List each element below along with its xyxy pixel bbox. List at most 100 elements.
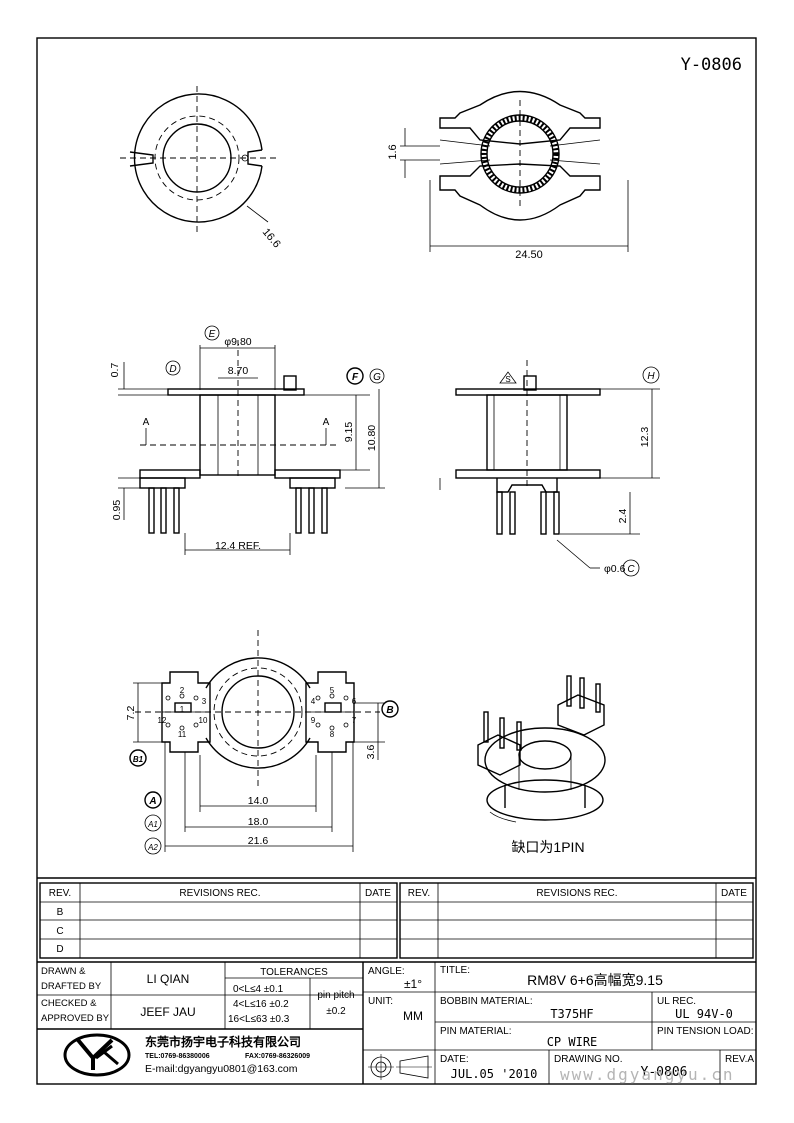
marker-b1: B1 bbox=[133, 755, 144, 764]
rev-row-d: D bbox=[56, 944, 63, 955]
marker-f: F bbox=[352, 372, 359, 383]
dim-12-3: 12.3 bbox=[639, 427, 651, 448]
isometric-view: 缺口为1PIN bbox=[477, 675, 606, 855]
pin-3: 3 bbox=[202, 697, 207, 706]
bobbin-material-value: T375HF bbox=[550, 1007, 593, 1021]
pin-2: 2 bbox=[180, 686, 185, 695]
drawn-name: LI QIAN bbox=[147, 972, 190, 986]
dim-8-70: 8.70 bbox=[228, 365, 249, 377]
drawing-frame bbox=[36, 37, 757, 1085]
top-view-ring: 16.6 bbox=[120, 86, 283, 250]
projection-symbol-icon bbox=[368, 1054, 432, 1080]
date-label: DATE: bbox=[440, 1054, 469, 1065]
ul-rec-value: UL 94V-0 bbox=[675, 1007, 733, 1021]
marker-h: H bbox=[647, 371, 655, 382]
dim-0-95: 0.95 bbox=[111, 500, 123, 521]
bottom-view: 2 1 3 12 10 11 5 4 6 9 7 8 7.2 3.6 B B1 bbox=[125, 630, 399, 855]
marker-a2: A2 bbox=[147, 843, 158, 852]
rev-row-c: C bbox=[56, 926, 63, 937]
pin-tension-label: PIN TENSION LOAD: bbox=[657, 1026, 754, 1037]
pin-pitch-tolerance: ±0.2 bbox=[326, 1006, 346, 1017]
section-a-right: A bbox=[323, 417, 330, 428]
unit-value: MM bbox=[403, 1009, 423, 1023]
dim-24-50: 24.50 bbox=[515, 249, 543, 261]
iso-note: 缺口为1PIN bbox=[511, 839, 584, 855]
rev-row-b: B bbox=[57, 907, 64, 918]
title-block: DRAWN & DRAFTED BY LI QIAN CHECKED & APP… bbox=[37, 961, 756, 1084]
rev-header-right: REV. bbox=[408, 888, 430, 899]
pin-8: 8 bbox=[330, 730, 335, 739]
dim-3-6: 3.6 bbox=[365, 745, 377, 760]
dim-phi-0-6: φ0.6 bbox=[604, 563, 626, 575]
pin-10: 10 bbox=[199, 716, 208, 725]
dim-14-0: 14.0 bbox=[248, 795, 269, 807]
marker-g: G bbox=[373, 372, 381, 383]
company-email: E-mail:dgyangyu0801@163.com bbox=[145, 1063, 298, 1075]
checked-name: JEEF JAU bbox=[140, 1005, 195, 1019]
marker-c: C bbox=[627, 564, 635, 575]
tolerance-row-2: 4<L≤16 ±0.2 bbox=[233, 999, 289, 1010]
dim-2-4: 2.4 bbox=[617, 509, 629, 524]
company-name: 东莞市扬宇电子科技有限公司 bbox=[145, 1034, 301, 1049]
date-value: JUL.05 '2010 bbox=[451, 1067, 538, 1081]
dim-10-80: 10.80 bbox=[366, 425, 378, 451]
dim-7-2: 7.2 bbox=[125, 706, 137, 721]
dim-0-7: 0.7 bbox=[109, 363, 121, 378]
checked-label-2: APPROVED BY bbox=[41, 1013, 110, 1024]
pin-9: 9 bbox=[311, 716, 316, 725]
front-view: A A φ9.80 8.70 0.7 9.15 10.80 0.95 12.4 … bbox=[109, 325, 385, 555]
marker-a1: A1 bbox=[147, 820, 158, 829]
tolerance-row-1: 0<L≤4 ±0.1 bbox=[233, 984, 284, 995]
company-logo-icon bbox=[63, 1033, 131, 1077]
dim-9-15: 9.15 bbox=[343, 422, 355, 443]
pin-11: 11 bbox=[178, 730, 187, 739]
drawn-label-2: DRAFTED BY bbox=[41, 981, 102, 992]
marker-s: S bbox=[505, 375, 510, 384]
rec-header-right: REVISIONS REC. bbox=[536, 888, 617, 899]
dim-21-6: 21.6 bbox=[248, 835, 269, 847]
pin-1: 1 bbox=[180, 705, 185, 714]
drawing-number-top: Y-0806 bbox=[681, 55, 742, 75]
drawing-no-label: DRAWING NO. bbox=[554, 1054, 623, 1065]
dim-12-4-ref: 12.4 REF. bbox=[215, 540, 261, 552]
watermark: www.dgyangyu.cn bbox=[560, 1065, 735, 1084]
rev-header-left: REV. bbox=[49, 888, 71, 899]
checked-label-1: CHECKED & bbox=[41, 998, 97, 1009]
title-value: RM8V 6+6高幅宽9.15 bbox=[527, 972, 663, 988]
date-header-left: DATE bbox=[365, 888, 391, 899]
marker-d: D bbox=[169, 364, 176, 375]
dim-1-6: 1.6 bbox=[387, 144, 399, 159]
dim-phi-9-80: φ9.80 bbox=[224, 336, 251, 348]
pin-material-label: PIN MATERIAL: bbox=[440, 1026, 512, 1037]
bobbin-material-label: BOBBIN MATERIAL: bbox=[440, 996, 533, 1007]
revision-table: REV. REVISIONS REC. DATE REV. REVISIONS … bbox=[37, 877, 756, 959]
angle-label: ANGLE: bbox=[368, 966, 405, 977]
drawn-label-1: DRAWN & bbox=[41, 966, 86, 977]
company-fax: FAX:0769-86326009 bbox=[245, 1053, 310, 1060]
pin-6: 6 bbox=[352, 697, 357, 706]
pin-material-value: CP WIRE bbox=[547, 1035, 598, 1049]
top-view-tube: 1.6 24.50 bbox=[387, 90, 629, 261]
company-tel: TEL:0769-86380006 bbox=[145, 1053, 210, 1060]
side-view: S 12.3 2.4 φ0.6 C H bbox=[439, 360, 660, 577]
ul-rec-label: UL REC. bbox=[657, 996, 696, 1007]
tolerances-header: TOLERANCES bbox=[260, 967, 328, 978]
pin-pitch-label: pin pitch bbox=[317, 990, 354, 1001]
pin-7: 7 bbox=[352, 716, 357, 725]
angle-value: ±1° bbox=[404, 977, 422, 991]
unit-label: UNIT: bbox=[368, 996, 393, 1007]
pin-12: 12 bbox=[158, 716, 167, 725]
title-label: TITLE: bbox=[440, 965, 470, 976]
marker-a: A bbox=[148, 796, 156, 807]
dim-16-6: 16.6 bbox=[260, 226, 283, 250]
rev-label: REV.A bbox=[725, 1054, 754, 1065]
marker-b: B bbox=[386, 705, 393, 716]
tolerance-row-3: 16<L≤63 ±0.3 bbox=[228, 1014, 290, 1025]
dim-18-0: 18.0 bbox=[248, 816, 269, 828]
pin-5: 5 bbox=[330, 686, 335, 695]
rec-header-left: REVISIONS REC. bbox=[179, 888, 260, 899]
marker-e: E bbox=[209, 329, 216, 340]
section-a-left: A bbox=[143, 417, 150, 428]
drawing-no-value: Y-0806 bbox=[641, 1065, 688, 1080]
